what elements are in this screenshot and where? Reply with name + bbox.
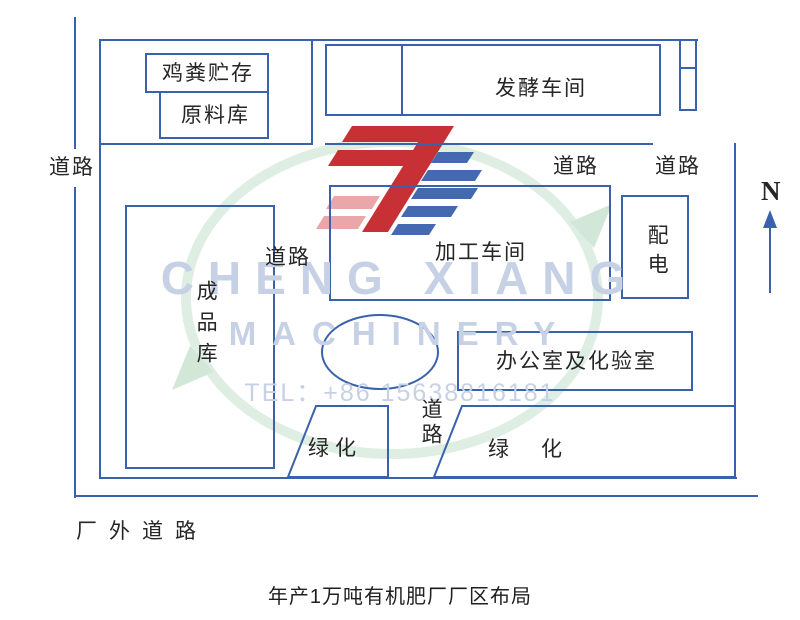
- page-title: 年产1万吨有机肥厂厂区布局: [267, 586, 533, 608]
- green-area-right-outline: [432, 405, 736, 478]
- watermark-phone: TEL：+86 15638816181: [244, 379, 556, 407]
- green-area-left-outline: [286, 405, 389, 478]
- label-road-upper-right: 道路: [655, 155, 701, 178]
- label-office-lab: 办公室及化验室: [496, 350, 657, 373]
- label-road-outer-left: 道路: [49, 156, 95, 179]
- watermark-brand-line1: CHENG XIANG: [160, 252, 640, 304]
- brand-logo-icon: [316, 126, 482, 235]
- finished-product-warehouse-outline: [125, 205, 275, 469]
- fermentation-workshop-outline: [325, 44, 661, 116]
- rotation-arrowhead-icon: [570, 204, 612, 248]
- watermark-brand-line2: MACHINERY: [228, 315, 572, 352]
- processing-workshop-outline: [329, 185, 611, 301]
- label-road-inner-left: 道路: [265, 246, 311, 269]
- raw-material-warehouse-outline: [159, 91, 269, 139]
- label-power-distribution: 配电: [645, 224, 669, 282]
- label-processing-workshop: 加工车间: [435, 241, 527, 264]
- label-raw-material-warehouse: 原料库: [181, 104, 250, 127]
- pond-ellipse: [321, 314, 439, 390]
- office-lab-outline: [457, 331, 693, 391]
- label-fermentation-workshop: 发酵车间: [495, 77, 587, 100]
- rotation-arrowhead-icon: [172, 346, 214, 390]
- label-road-outer-bottom: 厂外道路: [76, 520, 208, 543]
- label-road-upper-mid: 道路: [553, 155, 599, 178]
- label-north: N: [761, 176, 781, 206]
- label-green-area-right: 绿化: [488, 438, 594, 461]
- power-distribution-outline: [621, 195, 689, 299]
- label-green-area-left: 绿化: [308, 437, 362, 460]
- label-road-inner-south: 道路: [419, 398, 443, 448]
- north-arrow-icon: [763, 210, 777, 293]
- label-chicken-manure-storage: 鸡粪贮存: [162, 62, 254, 85]
- label-finished-product-warehouse: 成品库: [194, 280, 218, 373]
